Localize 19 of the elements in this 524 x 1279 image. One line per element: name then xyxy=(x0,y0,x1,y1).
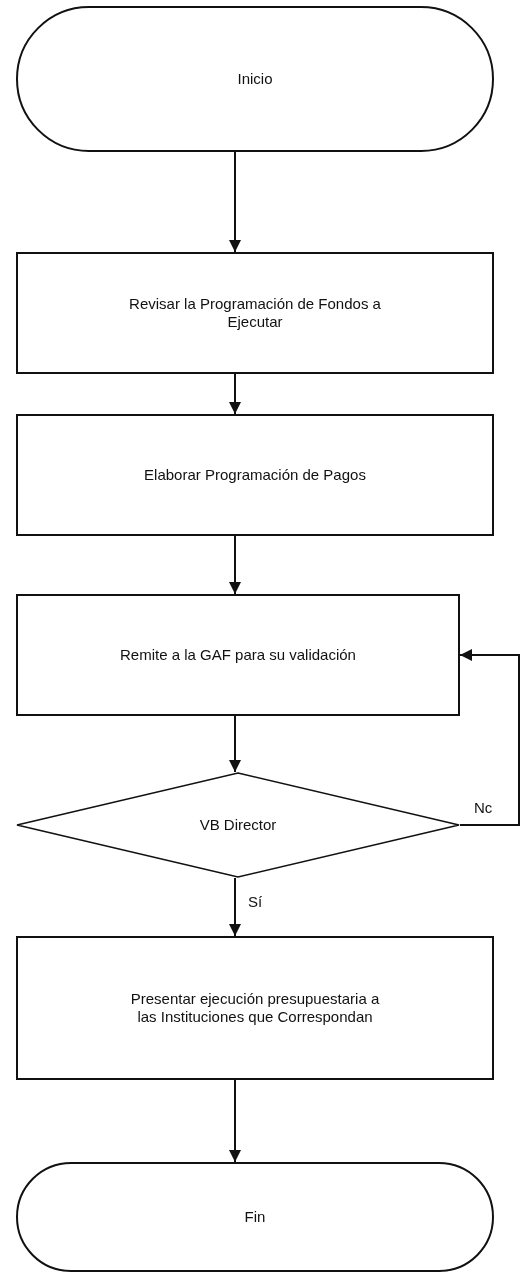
node-text: Fin xyxy=(244,1208,266,1226)
process-box xyxy=(16,414,494,536)
process-box xyxy=(16,252,494,374)
decision-diamond xyxy=(16,772,460,878)
arrow xyxy=(229,877,241,937)
arrow xyxy=(229,715,241,773)
arrow xyxy=(459,649,520,826)
arrow xyxy=(229,373,241,415)
node-text: Revisar la Programación de Fondos a Ejecutar xyxy=(128,295,382,331)
node-text: Remite a la GAF para su validación xyxy=(120,646,356,664)
arrow xyxy=(229,535,241,595)
node-text: Presentar ejecución presupuestaria a las Instituciones que Correspondan xyxy=(129,990,381,1026)
process-box xyxy=(16,936,494,1080)
process-box xyxy=(16,594,460,716)
node-text: Elaborar Programación de Pagos xyxy=(144,466,366,484)
arrow xyxy=(229,1079,241,1163)
arrow xyxy=(229,151,241,253)
node-text: Inicio xyxy=(237,70,273,88)
node-text: VB Director xyxy=(199,816,277,834)
